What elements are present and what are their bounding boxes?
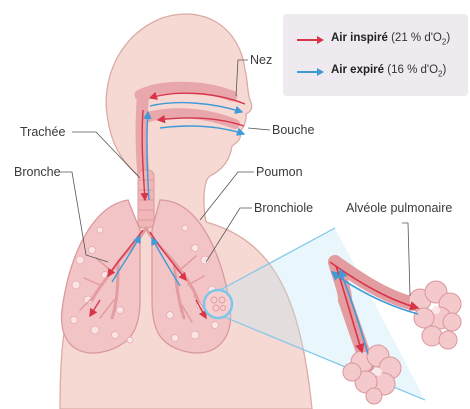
legend-expired-title: Air expiré bbox=[331, 64, 384, 76]
legend-inspired-title: Air inspiré bbox=[331, 32, 388, 44]
label-bouche: Bouche bbox=[272, 123, 314, 137]
label-bronche: Bronche bbox=[14, 165, 61, 179]
label-bronchiole: Bronchiole bbox=[254, 201, 313, 215]
label-poumon: Poumon bbox=[256, 165, 303, 179]
trachea bbox=[138, 170, 154, 228]
blue-arrow-icon bbox=[295, 66, 325, 78]
left-lung bbox=[62, 200, 140, 353]
red-arrow-icon bbox=[295, 34, 325, 46]
zoom-circle bbox=[204, 290, 232, 318]
legend-inspired: Air inspiré (21 % d'O2) bbox=[283, 30, 468, 50]
right-lung bbox=[152, 200, 231, 353]
legend-expired-detail: (16 % d'O2) bbox=[387, 64, 446, 76]
label-nez: Nez bbox=[250, 53, 272, 67]
legend-expired: Air expiré (16 % d'O2) bbox=[283, 62, 468, 82]
label-trachee: Trachée bbox=[20, 125, 65, 139]
legend-inspired-detail: (21 % d'O2) bbox=[391, 32, 450, 44]
label-alveole: Alvéole pulmonaire bbox=[346, 201, 452, 215]
legend: Air inspiré (21 % d'O2) Air expiré (16 %… bbox=[283, 14, 468, 96]
